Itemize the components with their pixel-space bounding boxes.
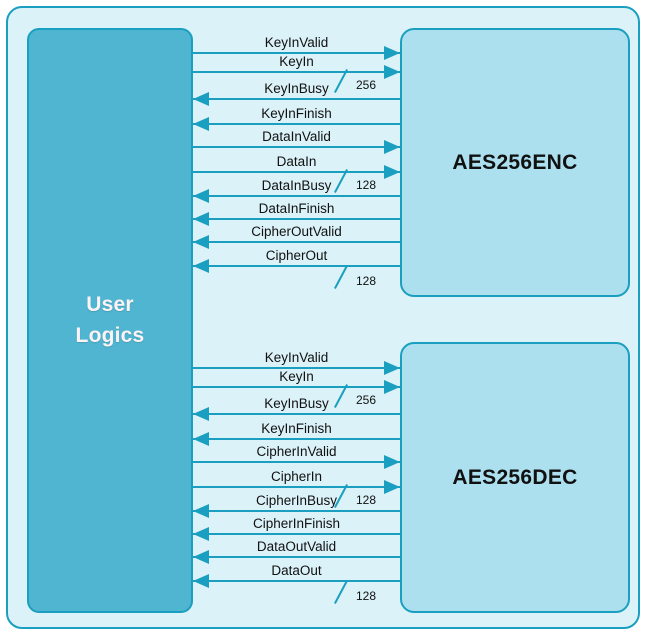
arrow-left-icon — [193, 407, 209, 421]
signal-wire — [193, 556, 400, 558]
signal-label: KeyIn — [279, 54, 314, 69]
arrow-left-icon — [193, 117, 209, 131]
signal-label: KeyInValid — [264, 350, 329, 365]
signal-label: CipherInFinish — [252, 516, 341, 531]
arrow-left-icon — [193, 235, 209, 249]
bus-width-value: 128 — [356, 493, 377, 507]
signal-wire — [193, 386, 400, 388]
signal-label: DataInFinish — [258, 201, 335, 216]
bus-width-value: 128 — [356, 274, 377, 288]
signal-label: DataOutValid — [256, 539, 337, 554]
user-logics-block: User Logics — [27, 28, 193, 613]
signal-label: DataOut — [271, 563, 322, 578]
user-logics-label-line-1: User — [86, 293, 134, 317]
aes256dec-block: AES256DEC — [400, 342, 630, 613]
signal-wire — [193, 52, 400, 54]
arrow-right-icon — [384, 65, 400, 79]
bus-width-marker: 128 — [334, 580, 390, 615]
arrow-left-icon — [193, 189, 209, 203]
arrow-left-icon — [193, 574, 209, 588]
bus-width-value: 256 — [356, 78, 377, 92]
signal-wire — [193, 367, 400, 369]
signal-wire — [193, 461, 400, 463]
arrow-right-icon — [384, 380, 400, 394]
arrow-right-icon — [384, 480, 400, 494]
arrow-left-icon — [193, 504, 209, 518]
signal-label: CipherOutValid — [251, 224, 342, 239]
signal-label: KeyInBusy — [264, 81, 329, 96]
signal-wire — [193, 533, 400, 535]
signal-wire — [193, 241, 400, 243]
signal-label: CipherIn — [270, 469, 323, 484]
signal-label: KeyInBusy — [264, 396, 329, 411]
signal-label: DataInValid — [262, 129, 331, 144]
signal-label: CipherInBusy — [255, 493, 338, 508]
signal-wire — [193, 265, 400, 267]
signal-label: DataInBusy — [261, 178, 332, 193]
signal-wire — [193, 486, 400, 488]
signal-label: CipherInValid — [256, 444, 337, 459]
arrow-right-icon — [384, 165, 400, 179]
aes256enc-block: AES256ENC — [400, 28, 630, 297]
signal-label: DataIn — [276, 154, 317, 169]
signal-wire — [193, 218, 400, 220]
bus-width-value: 128 — [356, 178, 377, 192]
signal-wire — [193, 413, 400, 415]
signal-wire — [193, 510, 400, 512]
arrow-right-icon — [384, 455, 400, 469]
aes256enc-label: AES256ENC — [452, 150, 578, 174]
signal-wire — [193, 171, 400, 173]
signal-label: CipherOut — [265, 248, 328, 263]
bus-width-marker: 128 — [334, 484, 390, 519]
signal-label: KeyIn — [279, 369, 314, 384]
signal-wire — [193, 195, 400, 197]
signal-wire — [193, 580, 400, 582]
signal-label: KeyInValid — [264, 35, 329, 50]
arrow-right-icon — [384, 140, 400, 154]
bus-width-marker: 128 — [334, 265, 390, 300]
signal-label: KeyInFinish — [261, 421, 332, 436]
arrow-left-icon — [193, 550, 209, 564]
arrow-right-icon — [384, 46, 400, 60]
arrow-left-icon — [193, 259, 209, 273]
signal-wire — [193, 71, 400, 73]
bus-width-marker: 256 — [334, 384, 390, 419]
bus-width-value: 256 — [356, 393, 377, 407]
signal-wire — [193, 146, 400, 148]
signal-wire — [193, 98, 400, 100]
signal-label: KeyInFinish — [261, 106, 332, 121]
signal-wire — [193, 123, 400, 125]
bus-width-value: 128 — [356, 589, 377, 603]
arrow-left-icon — [193, 432, 209, 446]
bus-width-marker: 128 — [334, 169, 390, 204]
user-logics-label-line-2: Logics — [75, 323, 145, 347]
signal-wire — [193, 438, 400, 440]
arrow-left-icon — [193, 212, 209, 226]
aes256dec-label: AES256DEC — [452, 465, 578, 489]
arrow-left-icon — [193, 527, 209, 541]
bus-width-marker: 256 — [334, 69, 390, 104]
arrow-left-icon — [193, 92, 209, 106]
arrow-right-icon — [384, 361, 400, 375]
